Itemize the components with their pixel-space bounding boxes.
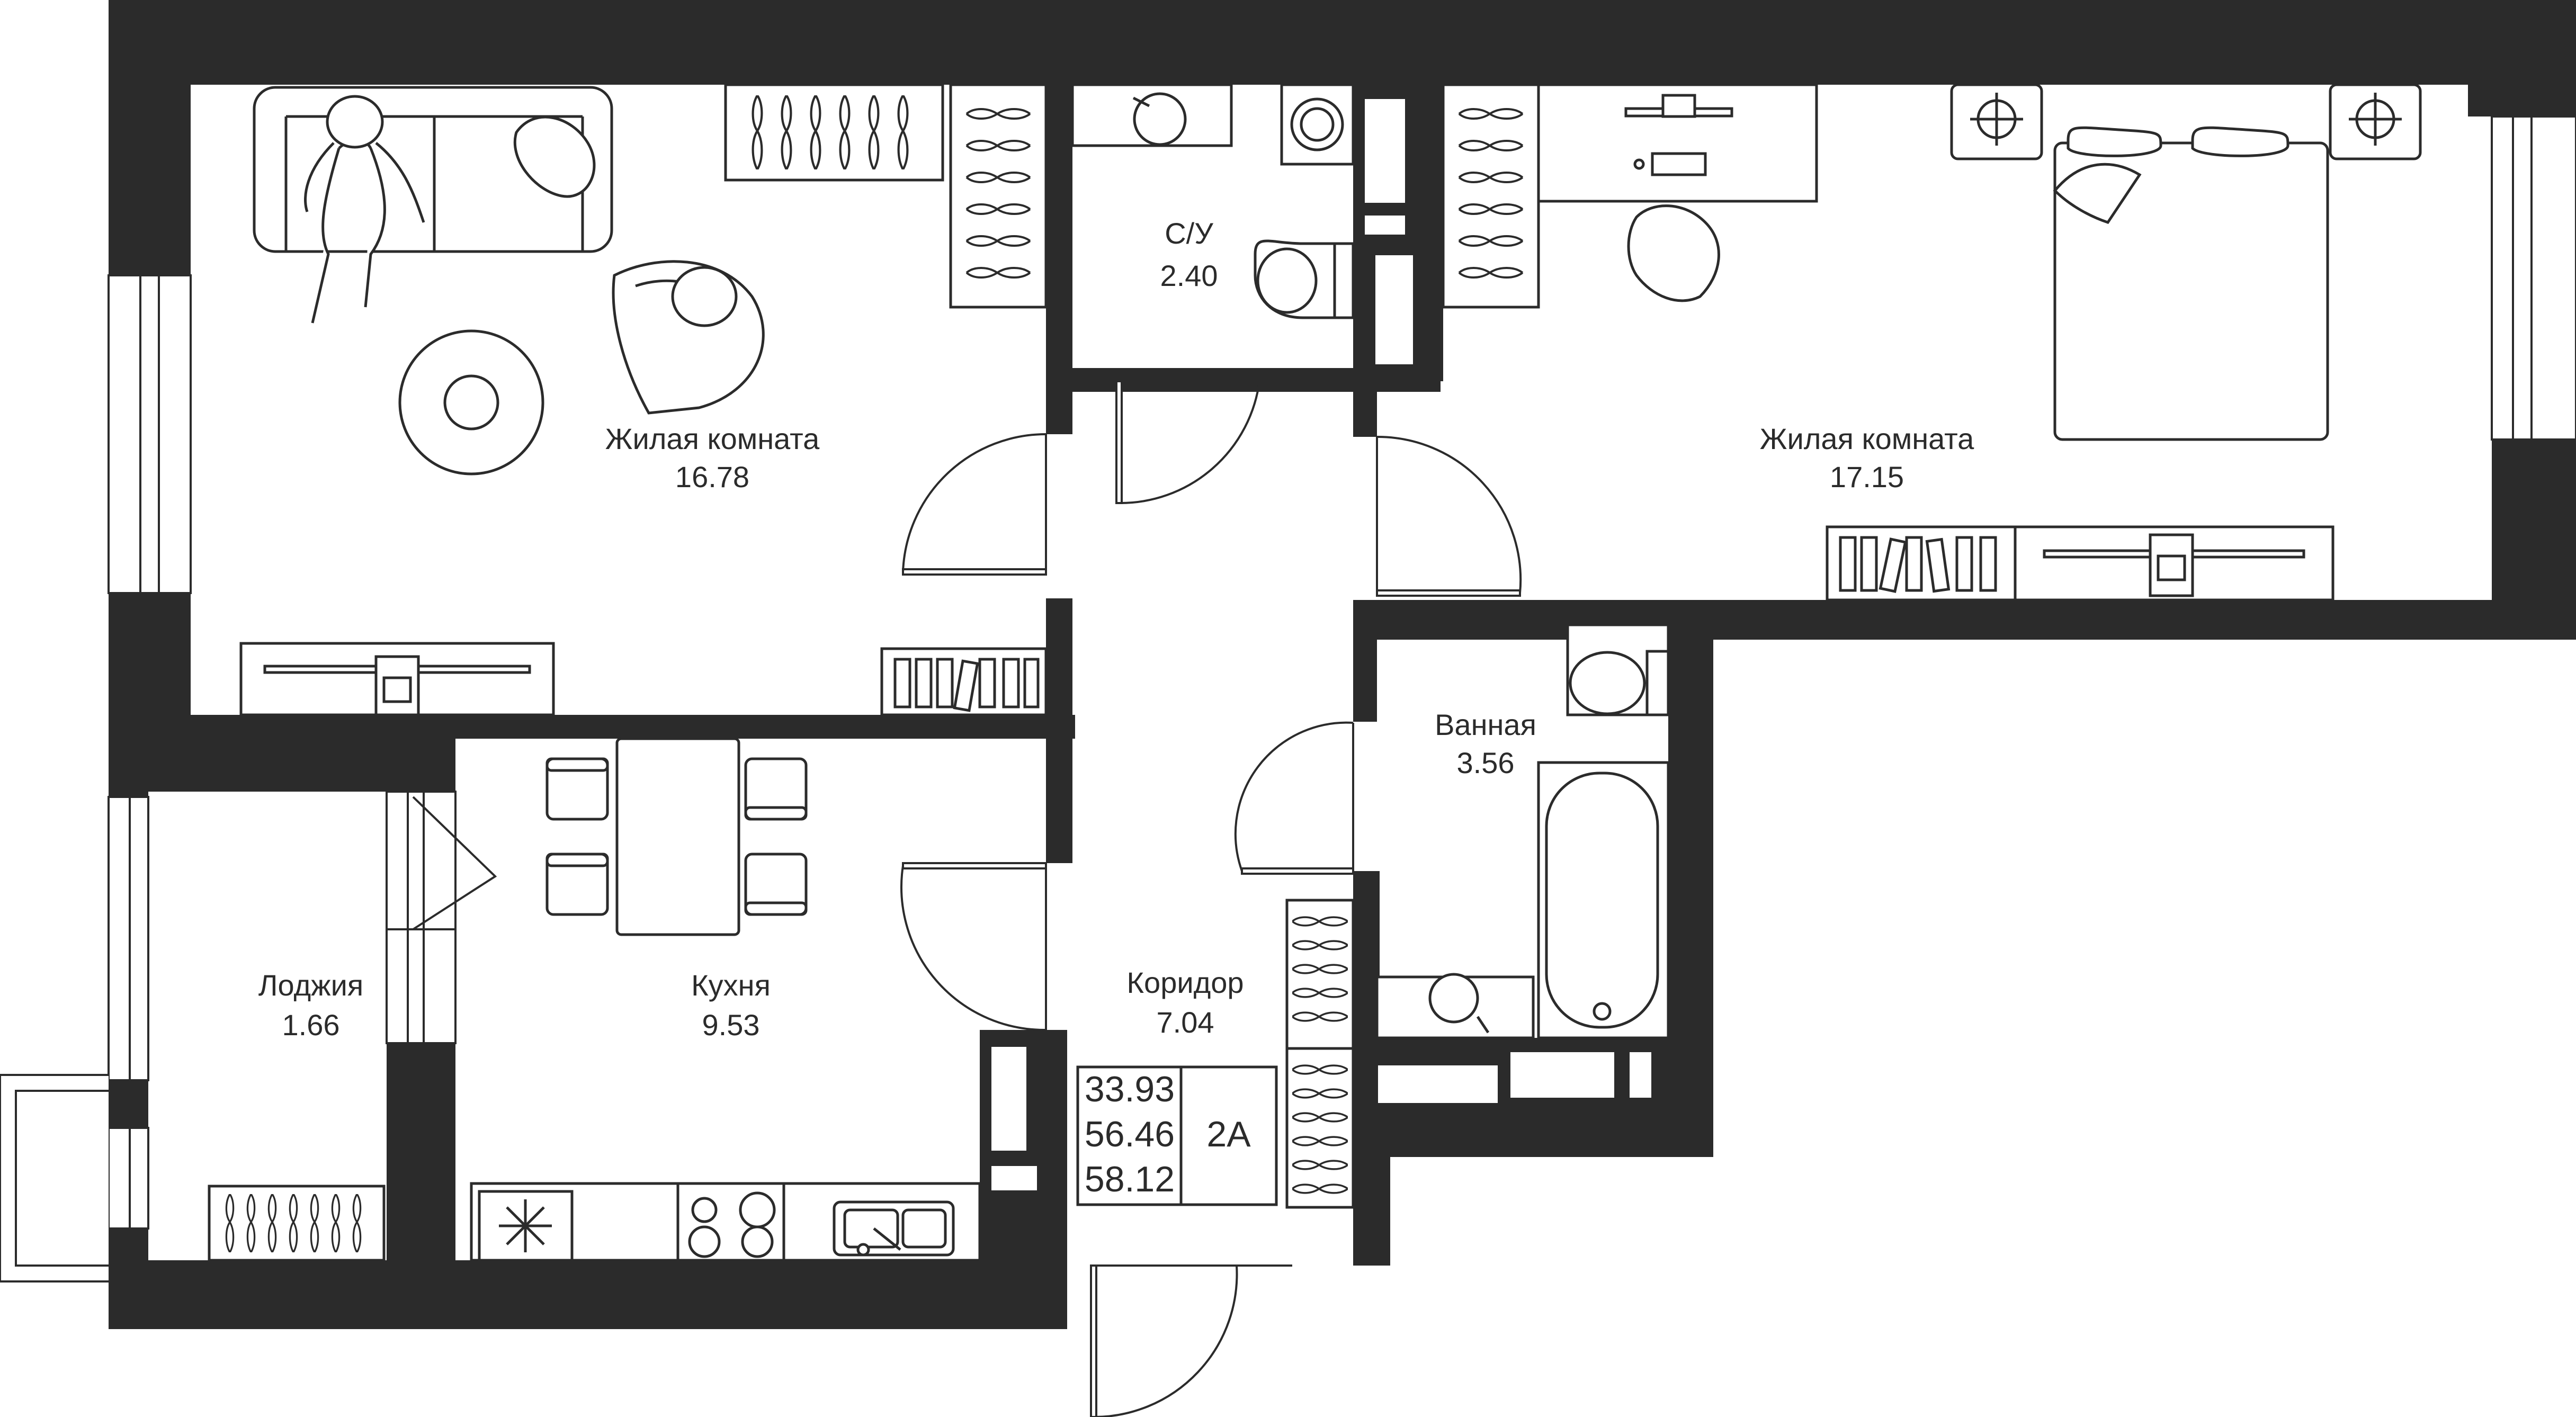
room-area-wc: 2.40	[1160, 259, 1218, 292]
room-labels: Жилая комната 16.78 С/У 2.40 Жилая комна…	[258, 217, 1974, 1199]
walls	[109, 0, 2576, 1329]
doors	[387, 380, 1522, 1417]
wardrobe-top	[724, 83, 944, 182]
room-area-corridor: 7.04	[1157, 1006, 1214, 1039]
bedroom-wardrobe	[1442, 83, 1540, 309]
living-area-total: 33.93	[1085, 1069, 1175, 1109]
room-name-corridor: Коридор	[1126, 966, 1244, 999]
room-name-bath: Ванная	[1435, 708, 1536, 741]
area-summary-box	[1076, 1065, 1278, 1206]
living1-furniture	[239, 86, 1048, 716]
room-area-living2: 17.15	[1830, 460, 1904, 494]
corridor-wardrobe	[1285, 899, 1355, 1209]
room-name-kitchen: Кухня	[691, 968, 771, 1002]
wall-niches	[989, 97, 1653, 1192]
room-area-loggia: 1.66	[282, 1008, 340, 1042]
room-name-loggia: Лоджия	[258, 968, 363, 1002]
room-name-living1: Жилая комната	[605, 422, 820, 455]
total-area: 56.46	[1085, 1114, 1175, 1154]
bath-furniture	[1375, 623, 1670, 1039]
room-area-living1: 16.78	[675, 460, 749, 494]
room-name-wc: С/У	[1165, 217, 1213, 250]
loggia-wardrobe	[208, 1185, 386, 1262]
bedroom-furniture	[1537, 83, 2422, 602]
dining-table	[615, 737, 740, 936]
room-area-bath: 3.56	[1457, 746, 1515, 779]
total-area-with-loggia: 58.12	[1085, 1159, 1175, 1199]
windows	[0, 115, 2576, 1283]
kitchen-furniture	[470, 737, 981, 1262]
apartment-type: 2А	[1206, 1114, 1251, 1154]
wc-furniture	[1071, 83, 1355, 319]
wardrobe-right	[949, 83, 1048, 309]
room-name-living2: Жилая комната	[1760, 422, 1974, 455]
room-area-kitchen: 9.53	[702, 1008, 760, 1042]
